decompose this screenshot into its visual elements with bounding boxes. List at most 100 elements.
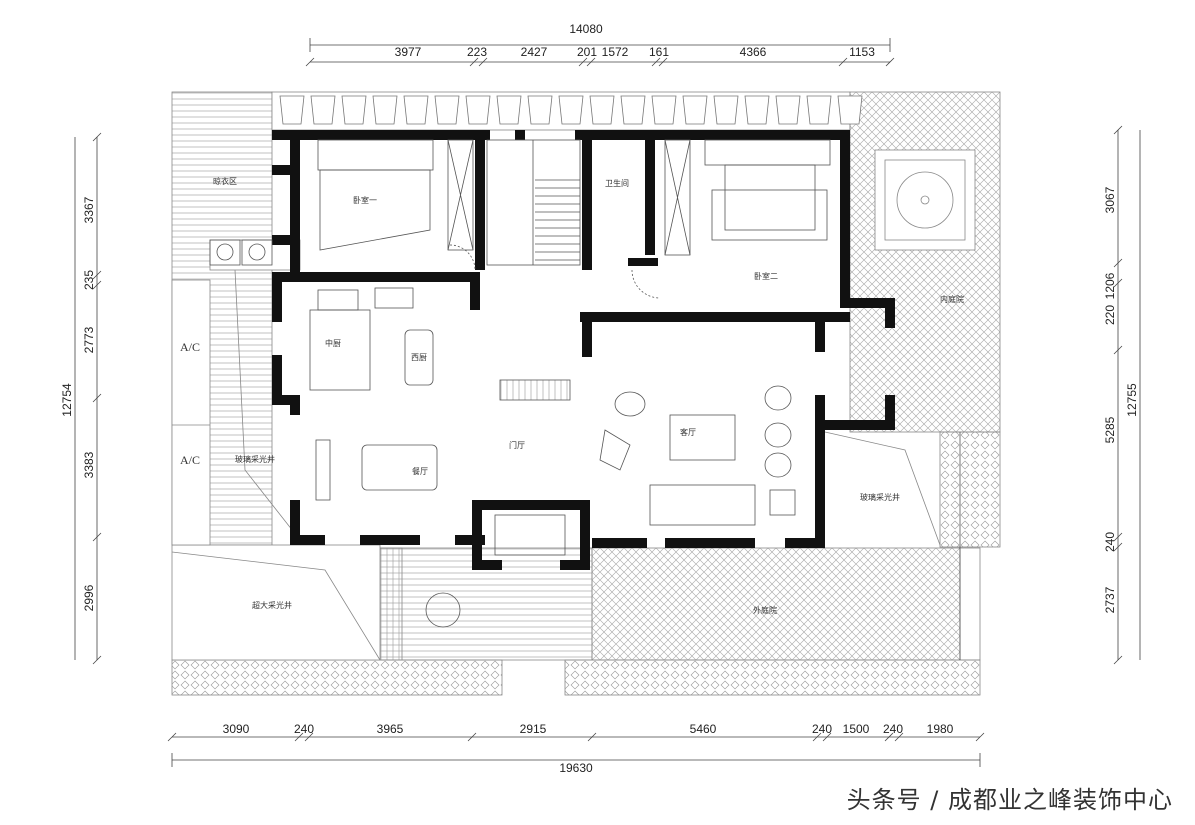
planter-box [558, 95, 584, 125]
dim-right: 240 [1103, 532, 1117, 552]
dim-tick [1113, 125, 1123, 135]
dim-tick [92, 655, 102, 665]
dim-tick [304, 732, 314, 742]
dim-tick [1113, 655, 1123, 665]
dim-left: 2773 [82, 326, 96, 353]
dim-tick [1113, 258, 1123, 268]
dim-tick [1113, 542, 1123, 552]
dim-top: 3977 [395, 45, 422, 59]
dim-tick [822, 732, 832, 742]
label-lightwell-right: 玻璃采光井 [860, 492, 900, 502]
dim-tick [894, 732, 904, 742]
dim-bottom-total: 19630 [559, 761, 593, 775]
label-ac-2: A/C [180, 453, 200, 467]
dim-right-total: 12755 [1125, 383, 1139, 417]
dim-tick [1113, 532, 1123, 542]
dim-tick [838, 57, 848, 67]
planter-box [775, 95, 801, 125]
dim-tick [305, 57, 315, 67]
label-outer-courtyard: 外庭院 [753, 605, 777, 615]
dim-top: 223 [467, 45, 487, 59]
dim-bottom: 240 [812, 722, 832, 736]
furniture [209, 139, 961, 660]
label-bathroom: 卫生间 [605, 178, 629, 188]
planter-box [651, 95, 677, 125]
planter-box [682, 95, 708, 125]
dim-left-total: 12754 [60, 383, 74, 417]
dim-top: 1572 [602, 45, 629, 59]
label-drying-area: 晾衣区 [213, 176, 237, 186]
planter-box [403, 95, 429, 125]
dim-tick [578, 57, 588, 67]
planter-box [434, 95, 460, 125]
dim-tick [586, 57, 596, 67]
dim-tick [92, 532, 102, 542]
dim-right: 5285 [1103, 416, 1117, 443]
dim-tick [651, 57, 661, 67]
dim-tick [587, 732, 597, 742]
dim-top: 161 [649, 45, 669, 59]
dim-bottom: 5460 [690, 722, 717, 736]
dim-top: 4366 [740, 45, 767, 59]
stairwell [486, 139, 581, 266]
dim-tick [92, 270, 102, 280]
dim-tick [469, 57, 479, 67]
watermark: 头条号 / 成都业之峰装饰中心 [846, 786, 1173, 814]
planter-box [744, 95, 770, 125]
label-bedroom-1: 卧室一 [353, 195, 377, 205]
planter-box [372, 95, 398, 125]
label-western-kitchen: 西厨 [411, 353, 427, 362]
dim-right: 1206 [1103, 272, 1117, 299]
dim-tick [1113, 278, 1123, 288]
dim-tick [885, 57, 895, 67]
dim-tick [884, 732, 894, 742]
dim-bottom: 2915 [520, 722, 547, 736]
dim-tick [467, 732, 477, 742]
label-lightwell-left: 玻璃采光井 [235, 454, 275, 464]
planter-box [341, 95, 367, 125]
planter-box [496, 95, 522, 125]
dim-tick [1113, 345, 1123, 355]
dim-left: 3367 [82, 196, 96, 223]
label-foyer: 门厅 [509, 440, 525, 450]
label-ac-1: A/C [180, 340, 200, 354]
walls [272, 130, 895, 570]
dim-right: 2737 [1103, 586, 1117, 613]
dim-right: 3067 [1103, 186, 1117, 213]
dim-left: 235 [82, 270, 96, 290]
planter-box [713, 95, 739, 125]
dim-tick [812, 732, 822, 742]
dim-bottom: 3090 [223, 722, 250, 736]
dim-tick [167, 732, 177, 742]
dim-tick [92, 280, 102, 290]
dim-right: 220 [1103, 305, 1117, 325]
label-chinese-kitchen: 中厨 [325, 338, 341, 348]
dim-tick [294, 732, 304, 742]
planter-box [806, 95, 832, 125]
label-dining: 餐厅 [412, 467, 428, 476]
label-large-lightwell: 超大采光井 [252, 600, 292, 610]
dim-tick [92, 393, 102, 403]
dim-bottom: 240 [883, 722, 903, 736]
dim-top: 1153 [849, 45, 875, 59]
dim-left: 2996 [82, 584, 96, 611]
label-inner-courtyard: 内庭院 [940, 294, 964, 304]
dim-tick [658, 57, 668, 67]
planter-box [310, 95, 336, 125]
dim-tick [478, 57, 488, 67]
planter-box [589, 95, 615, 125]
dim-top: 2427 [521, 45, 548, 59]
dim-top-total: 14080 [569, 22, 603, 36]
label-bedroom-2: 卧室二 [754, 271, 778, 281]
dim-bottom: 3965 [377, 722, 404, 736]
planter-box [465, 95, 491, 125]
dim-left: 3383 [82, 451, 96, 478]
label-living: 客厅 [680, 427, 696, 437]
planter-box [620, 95, 646, 125]
dim-bottom: 240 [294, 722, 314, 736]
planter-box [279, 95, 305, 125]
dim-tick [975, 732, 985, 742]
dim-bottom: 1980 [927, 722, 954, 736]
